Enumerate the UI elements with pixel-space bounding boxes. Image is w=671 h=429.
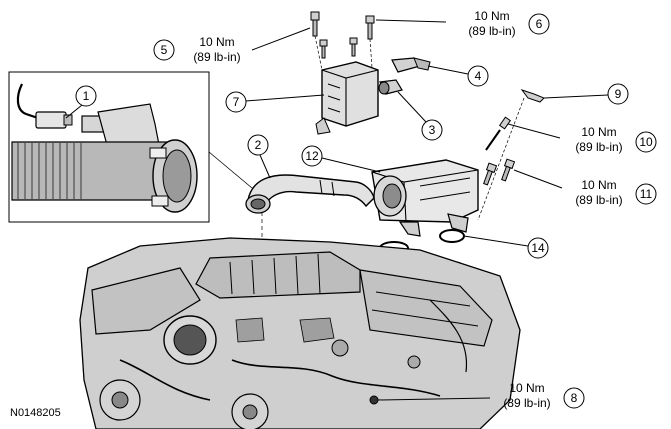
callout-10-number: 10 [639,135,653,149]
callout-10-torque-nm: 10 Nm [581,125,616,139]
callout-11-torque-nm: 10 Nm [581,178,616,192]
air-inlet-tube [245,174,375,214]
air-cleaner-outlet-body [371,159,479,237]
detail-inset: 1 [8,71,210,223]
callout-12-number: 12 [305,149,319,163]
callout-7-number: 7 [233,95,240,109]
engine-block [79,237,521,429]
intake-resonator-body [315,61,379,135]
callout-8-torque-lbin: (89 lb-in) [503,396,550,410]
callout-1-number: 1 [83,89,90,103]
callout-6-number: 6 [536,17,543,31]
callout-4-number: 4 [475,69,482,83]
callout-9-number: 9 [615,87,622,101]
callout-14-number: 14 [531,241,545,255]
callout-2-number: 2 [255,138,262,152]
callout-5-number: 5 [161,43,168,57]
pcv-fittings [378,57,431,95]
callout-6-torque-nm: 10 Nm [474,9,509,23]
callout-8-number: 8 [571,391,578,405]
callout-6-torque-lbin: (89 lb-in) [468,24,515,38]
figure-id: N0148205 [10,407,61,419]
bolts-group-right [483,158,516,186]
callout-8-torque-nm: 10 Nm [509,381,544,395]
callout-10-torque-lbin: (89 lb-in) [575,140,622,154]
callout-11-number: 11 [640,187,653,201]
sensor-bracket [477,89,545,221]
callout-5-torque-lbin: (89 lb-in) [193,50,240,64]
callout-11-torque-lbin: (89 lb-in) [575,193,622,207]
callout-3-number: 3 [429,123,436,137]
callout-5-torque-nm: 10 Nm [199,35,234,49]
bolts-group-top [310,11,375,71]
